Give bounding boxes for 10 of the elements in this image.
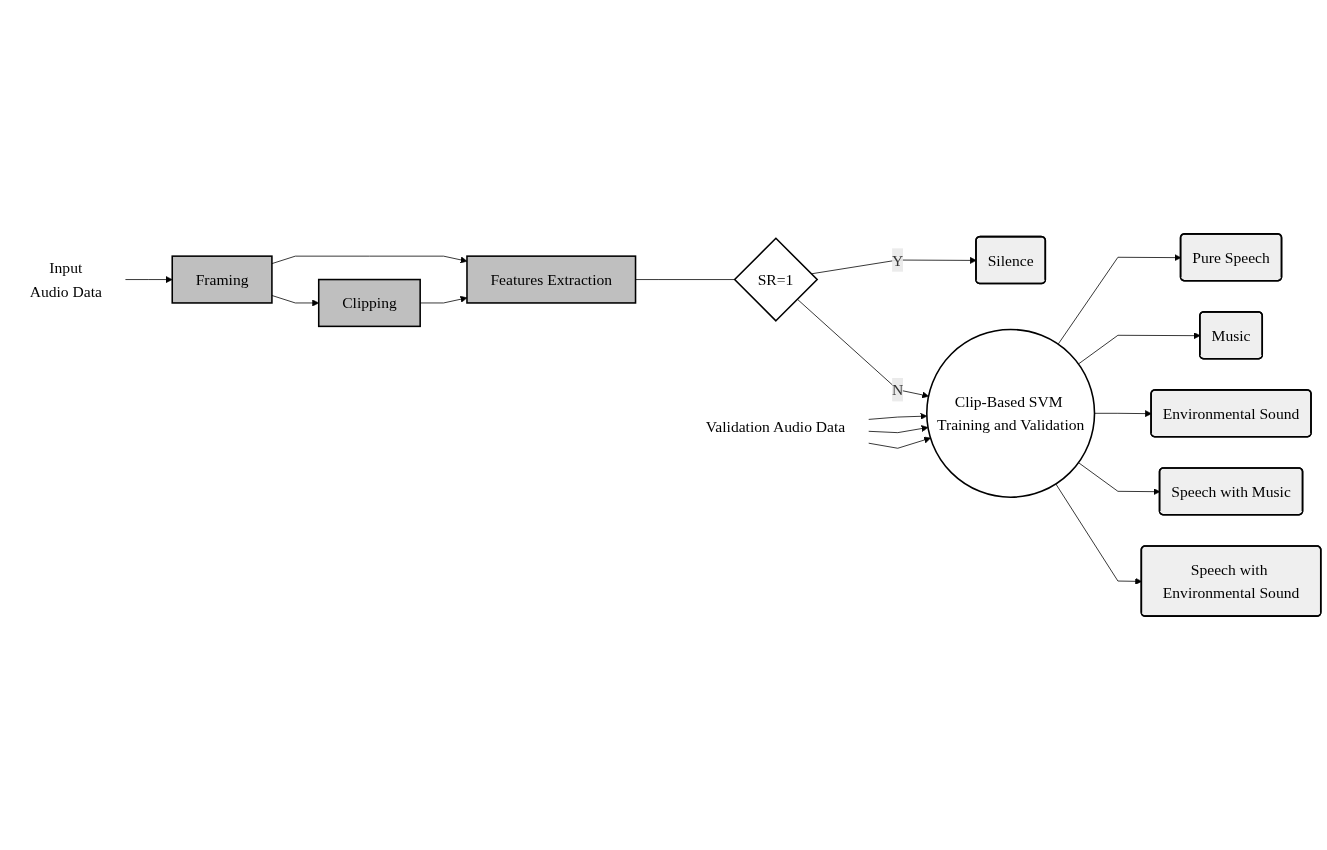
node-box: Clipping (317, 278, 421, 328)
node-diamond: SR=1 (733, 237, 819, 322)
connector (635, 279, 735, 280)
node-box: Features Extraction (466, 255, 637, 304)
node-box: Framing (171, 255, 273, 304)
edge-label: Y (892, 251, 904, 269)
node-text: Validation Audio Data (705, 418, 846, 436)
node-text: Input Audio Data (29, 259, 103, 300)
node-circle: Clip-Based SVM Training and Validation (926, 328, 1096, 498)
edge-label: N (892, 381, 904, 399)
